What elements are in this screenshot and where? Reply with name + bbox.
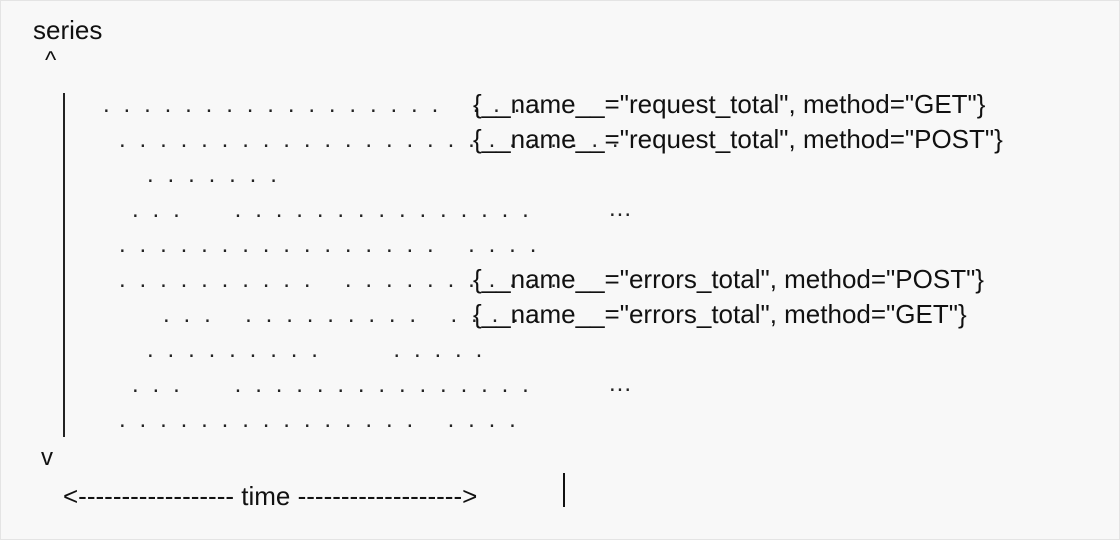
series-row-2-samples: . . . . . . . . . . . . . . . . . . . . … — [119, 126, 623, 153]
series-row-10-samples: . . . . . . . . . . . . . . . . . . . — [119, 406, 520, 433]
time-axis-end-marker — [563, 473, 565, 507]
series-label-errors-total-get: {__name__="errors_total", method="GET"} — [473, 299, 967, 329]
series-row-8-samples: . . . . . . . . . . . . . . — [147, 336, 486, 363]
y-axis-label: series — [33, 15, 103, 45]
y-axis-line — [63, 93, 65, 437]
series-row-7-samples: . . . . . . . . . . . . . . . . . — [163, 301, 543, 328]
y-axis-up-arrow: ^ — [45, 47, 57, 74]
series-row-9-samples: . . . . . . . . . . . . . . . . . . — [132, 371, 533, 398]
series-row-6-samples: . . . . . . . . . . . . . . . . . . . . … — [119, 266, 561, 293]
series-label-ellipsis-1: ... — [609, 195, 633, 222]
y-axis-down-arrow: v — [41, 444, 53, 471]
time-axis: <------------------ time ---------------… — [63, 481, 478, 511]
series-label-ellipsis-2: ... — [609, 370, 633, 397]
series-row-1-samples: . . . . . . . . . . . . . . . . . . . . … — [103, 91, 566, 118]
series-label-errors-total-post: {__name__="errors_total", method="POST"} — [473, 264, 984, 294]
series-label-request-total-get: {__name__="request_total", method="GET"} — [473, 89, 986, 119]
series-label-request-total-post: {__name__="request_total", method="POST"… — [473, 124, 1003, 154]
series-row-3-samples: . . . . . . . — [147, 161, 281, 188]
series-row-5-samples: . . . . . . . . . . . . . . . . . . . . — [119, 231, 540, 258]
series-row-4-samples: . . . . . . . . . . . . . . . . . . — [132, 196, 533, 223]
